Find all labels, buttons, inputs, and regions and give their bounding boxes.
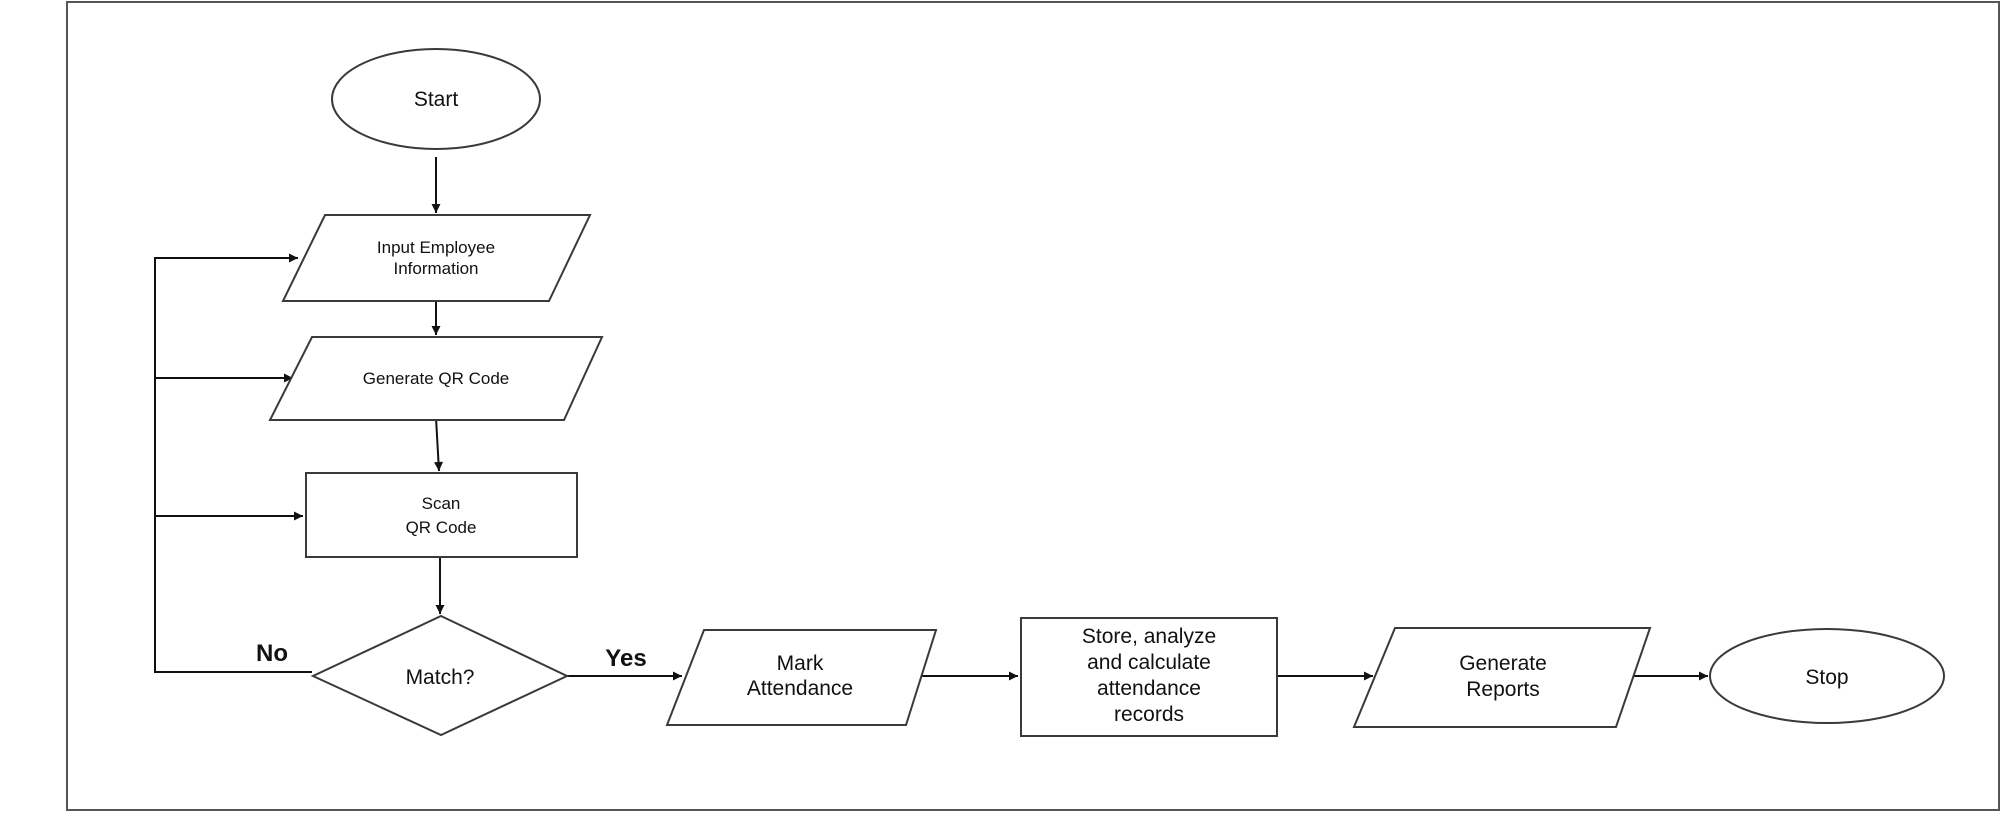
yes-label: Yes: [605, 645, 646, 672]
mark-attendance-node: Mark Attendance: [665, 629, 938, 726]
match-label: Match?: [406, 666, 475, 689]
store-label-line1: Store, analyze: [1082, 625, 1216, 648]
match-decision-node: Match?: [310, 614, 570, 737]
store-records-node: Store, analyze and calculate attendance …: [1020, 617, 1278, 737]
generate-reports-label-line1: Generate: [1459, 652, 1547, 675]
input-employee-label-line2: Information: [393, 259, 478, 278]
mark-attendance-label-line1: Mark: [777, 652, 824, 675]
mark-attendance-label-line2: Attendance: [747, 677, 853, 700]
start-node: Start: [331, 48, 541, 150]
store-label-line2: and calculate: [1087, 651, 1211, 674]
stop-label: Stop: [1805, 666, 1848, 689]
generate-qr-node: Generate QR Code: [268, 336, 604, 421]
generate-qr-label: Generate QR Code: [363, 369, 509, 388]
generate-reports-label-line2: Reports: [1466, 678, 1540, 701]
scan-qr-label-line2: QR Code: [406, 518, 477, 537]
start-label: Start: [414, 88, 459, 111]
arrow-generate-to-scan: [433, 417, 443, 472]
store-label-line3: attendance: [1097, 677, 1201, 700]
generate-reports-node: Generate Reports: [1352, 627, 1652, 728]
scan-qr-label-line1: Scan: [422, 494, 461, 513]
store-label-line4: records: [1114, 703, 1184, 726]
arrow-no-loop-to-input: [154, 253, 312, 673]
scan-qr-node: Scan QR Code: [305, 472, 578, 558]
input-employee-node: Input Employee Information: [281, 214, 592, 302]
no-label: No: [256, 640, 288, 667]
stop-node: Stop: [1709, 628, 1945, 724]
input-employee-label-line1: Input Employee: [377, 238, 495, 257]
